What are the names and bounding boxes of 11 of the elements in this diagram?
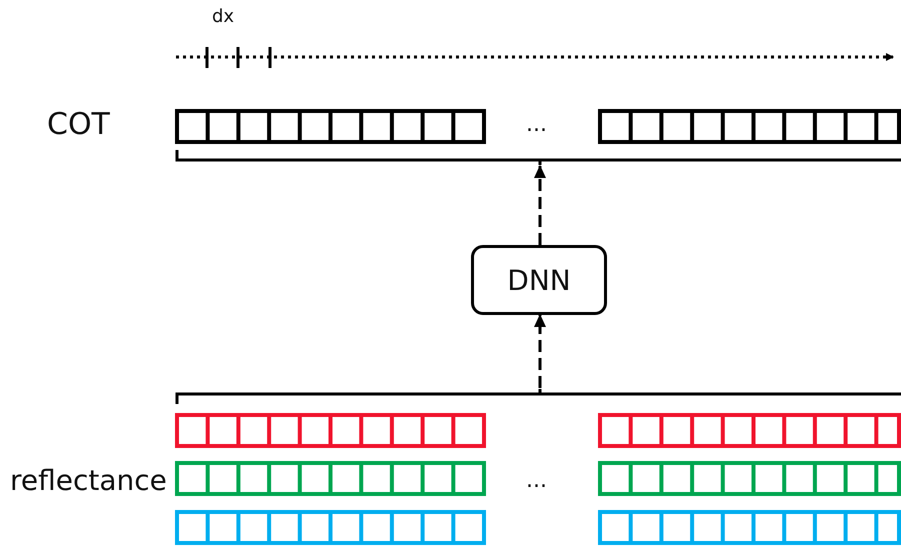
ellipsis: ... [526, 114, 547, 136]
cell-array-drawing [175, 388, 901, 546]
dimension-label: dx [212, 8, 234, 26]
ellipsis: ... [526, 470, 547, 492]
process-box [471, 245, 607, 315]
cell-array-drawing [175, 108, 901, 166]
arrow [534, 314, 546, 388]
row-label: COT [47, 110, 110, 140]
node-label: DNN [507, 264, 571, 296]
row-label: reflectance [10, 467, 167, 495]
arrow [534, 165, 546, 245]
